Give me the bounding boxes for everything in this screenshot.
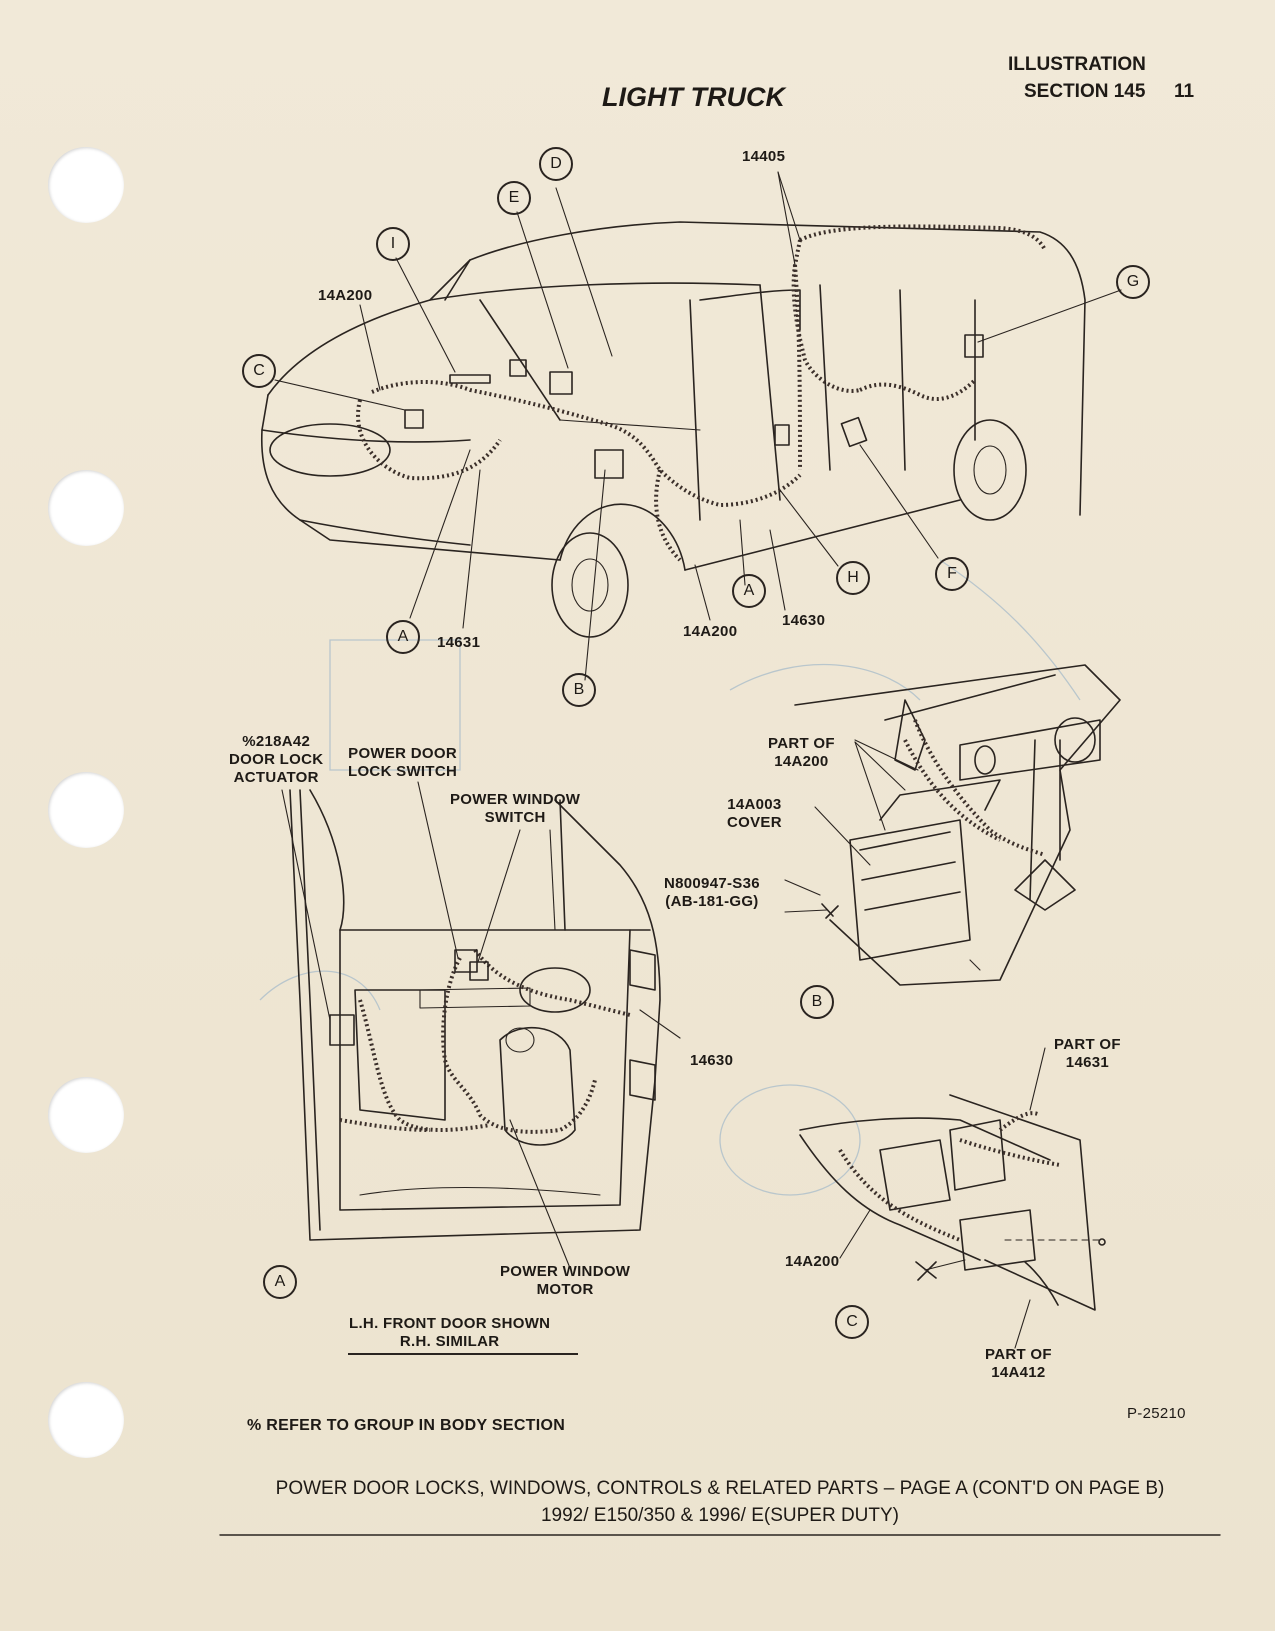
label-14631: 14631 xyxy=(437,634,481,651)
label-power-door-lock-switch: POWER DOOR LOCK SWITCH xyxy=(348,745,458,780)
figure-id: P-25210 xyxy=(1127,1405,1186,1422)
label-part-of-14a200: PART OF 14A200 xyxy=(768,735,835,770)
page-number: 11 xyxy=(1174,81,1195,102)
label-door-lock-actuator: %218A42 DOOR LOCK ACTUATOR xyxy=(229,733,324,786)
callout-i: I xyxy=(376,227,410,261)
callout-a-left: A xyxy=(386,620,420,654)
door-caption: L.H. FRONT DOOR SHOWN R.H. SIMILAR xyxy=(349,1315,551,1350)
callout-detail-c: C xyxy=(835,1305,869,1339)
label-14a003-cover: 14A003 COVER xyxy=(727,796,782,831)
label-part-of-14a412: PART OF 14A412 xyxy=(985,1346,1052,1381)
callout-door-a: A xyxy=(263,1265,297,1299)
binder-hole xyxy=(48,772,124,848)
label-14a200-bottom: 14A200 xyxy=(683,623,738,640)
callout-b: B xyxy=(562,673,596,707)
binder-hole xyxy=(48,470,124,546)
illustration-label: ILLUSTRATION xyxy=(1008,54,1146,75)
callout-h: H xyxy=(836,561,870,595)
callout-c: C xyxy=(242,354,276,388)
label-power-window-switch: POWER WINDOW SWITCH xyxy=(450,791,581,826)
callout-g: G xyxy=(1116,265,1150,299)
binder-hole xyxy=(48,1382,124,1458)
detail-c-drawing xyxy=(799,1047,1106,1349)
detail-b-drawing xyxy=(784,664,1121,986)
label-detail-c-14a200: 14A200 xyxy=(785,1253,840,1270)
page-title: LIGHT TRUCK xyxy=(602,82,785,112)
callout-detail-b: B xyxy=(800,985,834,1019)
caption-underline xyxy=(348,1353,578,1355)
footer-title: POWER DOOR LOCKS, WINDOWS, CONTROLS & RE… xyxy=(275,1478,1165,1499)
label-power-window-motor: POWER WINDOW MOTOR xyxy=(500,1263,631,1298)
label-14405: 14405 xyxy=(742,148,786,165)
note-refer-body-section: % REFER TO GROUP IN BODY SECTION xyxy=(247,1417,566,1434)
callout-a-right: A xyxy=(732,574,766,608)
callout-d: D xyxy=(539,147,573,181)
label-bolt: N800947-S36 (AB-181-GG) xyxy=(664,875,760,910)
label-14630: 14630 xyxy=(782,612,826,629)
section-label: SECTION 145 xyxy=(1024,81,1146,102)
callout-e: E xyxy=(497,181,531,215)
footer-models: 1992/ E150/350 & 1996/ E(SUPER DUTY) xyxy=(540,1505,900,1526)
binder-hole xyxy=(48,1077,124,1153)
binder-hole xyxy=(48,147,124,223)
van-leader-lines xyxy=(274,171,1122,681)
callout-f: F xyxy=(935,557,969,591)
label-door-14630: 14630 xyxy=(690,1052,734,1069)
van-outline xyxy=(260,221,1086,638)
label-14a200-top: 14A200 xyxy=(318,287,373,304)
label-part-of-14631: PART OF 14631 xyxy=(1054,1036,1121,1071)
van-wiring-harness xyxy=(356,224,1047,562)
door-drawing xyxy=(281,781,681,1269)
